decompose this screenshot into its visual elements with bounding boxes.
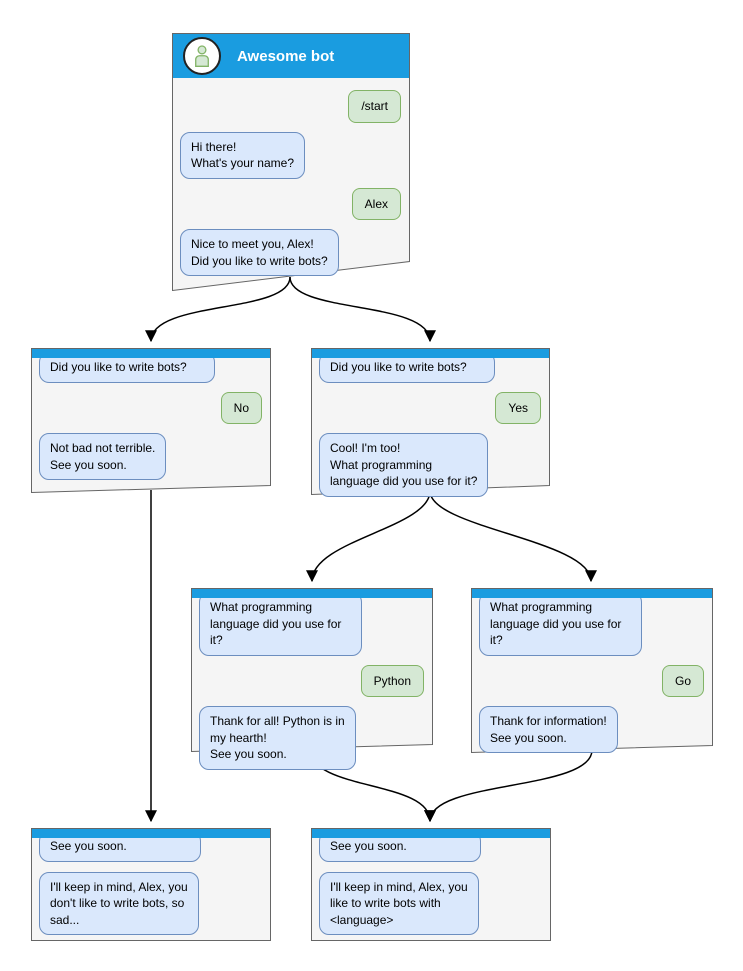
user-message-bubble: Yes: [495, 391, 541, 425]
bot-message-bubble: What programming language did you use fo…: [479, 592, 642, 656]
chat-header: [32, 829, 270, 838]
connector-main-to-no: [145, 276, 291, 343]
bot-message-bubble: I'll keep in mind, Alex, you don't like …: [39, 871, 199, 936]
chat-window-main: Awesome bot /start Hi there! What's your…: [172, 33, 410, 291]
chat-header: [312, 829, 550, 838]
bot-message-bubble: Hi there! What's your name?: [180, 131, 306, 179]
connector-main-to-yes: [289, 276, 436, 343]
bot-message-bubble: Thank for information! See you soon.: [479, 706, 618, 754]
bot-message-bubble: Thank for all! Python is in my hearth! S…: [199, 706, 356, 770]
chat-header: Awesome bot: [173, 34, 409, 78]
chat-window-branch-yes: Did you like to write bots? Yes Cool! I'…: [311, 348, 550, 497]
chat-header: [192, 589, 432, 598]
user-message-bubble: Python: [360, 664, 424, 698]
bot-message-bubble: I'll keep in mind, Alex, you like to wri…: [319, 871, 479, 936]
chat-window-python: What programming language did you use fo…: [191, 588, 433, 770]
chat-window-end-yes: See you soon. I'll keep in mind, Alex, y…: [311, 828, 551, 941]
chat-header: [472, 589, 712, 598]
bot-message-bubble: Cool! I'm too! What programming language…: [319, 433, 489, 497]
user-message-bubble: Alex: [351, 187, 401, 221]
connector-yes-to-go: [429, 490, 597, 583]
chat-window-go: What programming language did you use fo…: [471, 588, 713, 754]
bot-message-bubble: What programming language did you use fo…: [199, 592, 362, 656]
chat-header: [32, 349, 270, 358]
connector-go-to-end: [424, 749, 593, 823]
chat-window-end-no: See you soon. I'll keep in mind, Alex, y…: [31, 828, 271, 941]
bot-title: Awesome bot: [237, 47, 335, 65]
chat-window-branch-no: Did you like to write bots? No Not bad n…: [31, 348, 271, 493]
user-message-bubble: No: [220, 391, 262, 425]
person-icon: [195, 45, 209, 67]
user-message-bubble: /start: [348, 90, 401, 123]
connector-yes-to-python: [306, 490, 431, 583]
bot-avatar: [183, 37, 221, 75]
bot-message-bubble: Not bad not terrible. See you soon.: [39, 433, 167, 481]
chat-header: [312, 349, 549, 358]
bot-message-bubble: Nice to meet you, Alex! Did you like to …: [180, 229, 339, 277]
user-message-bubble: Go: [661, 664, 704, 698]
